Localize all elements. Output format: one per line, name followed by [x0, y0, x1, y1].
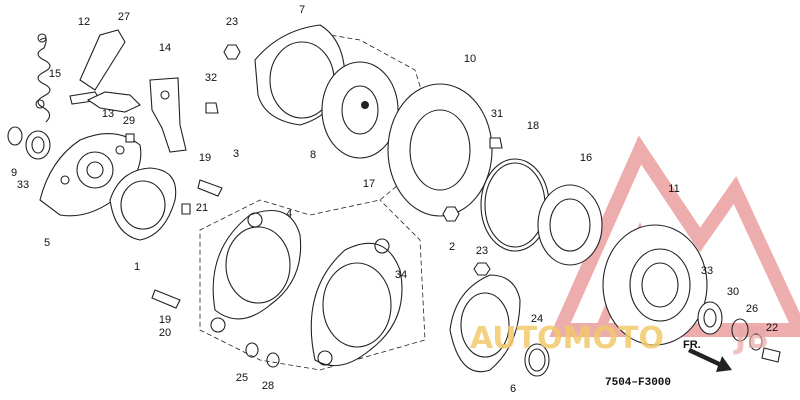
callout-label-33: 33 [17, 179, 29, 191]
front-label: FR. [683, 339, 701, 351]
diagram-code: 7504–F3000 [605, 377, 671, 389]
callout-label-29: 29 [123, 115, 135, 127]
callout-label-23: 23 [476, 245, 488, 257]
callout-label-11: 11 [668, 183, 679, 195]
callout-label-20: 20 [159, 327, 171, 339]
callout-label-10: 10 [464, 53, 476, 65]
callout-label-30: 30 [727, 286, 739, 298]
callout-label-6: 6 [510, 383, 516, 395]
callout-label-25: 25 [236, 372, 248, 384]
part-bolts-misc [205, 44, 503, 276]
watermark-text-left: AUTOMOTO [470, 321, 664, 356]
callout-label-34: 34 [395, 269, 407, 281]
part-collar-30-26 [731, 318, 763, 351]
callout-label-3: 3 [233, 148, 239, 160]
callout-label-23: 23 [226, 16, 238, 28]
callout-label-17: 17 [363, 178, 375, 190]
callout-label-32: 32 [205, 72, 217, 84]
part-spring-plate-16 [537, 184, 603, 266]
part-bearing-33b [697, 301, 723, 335]
part-nut-29 [125, 133, 135, 143]
part-bracket-14 [149, 77, 187, 153]
callout-label-27: 27 [118, 11, 130, 23]
callout-label-13: 13 [102, 108, 114, 120]
part-plate-6 [449, 274, 521, 373]
callout-label-21: 21 [196, 202, 208, 214]
callout-label-19: 19 [199, 152, 211, 164]
callout-label-31: 31 [491, 108, 503, 120]
callout-label-12: 12 [78, 16, 90, 28]
part-seal-24 [524, 343, 550, 377]
callout-label-8: 8 [310, 149, 316, 161]
callout-label-9: 9 [11, 167, 17, 179]
callout-label-1: 1 [134, 261, 140, 273]
callout-label-4: 4 [286, 208, 292, 220]
part-bolt-21 [181, 203, 191, 215]
callout-label-19: 19 [159, 314, 171, 326]
callout-label-15: 15 [49, 68, 61, 80]
callout-label-5: 5 [44, 237, 50, 249]
part-link-13 [86, 91, 141, 113]
part-disc-10 [387, 83, 493, 217]
callout-label-22: 22 [766, 322, 778, 334]
part-gasket-1 [109, 167, 177, 241]
part-stud-19 [151, 179, 223, 309]
part-ring-9 [7, 126, 23, 146]
part-bolt-22 [761, 347, 781, 363]
part-spring [35, 33, 51, 123]
callout-label-7: 7 [299, 4, 305, 16]
part-seal-33 [25, 130, 51, 160]
callout-label-2: 2 [449, 241, 455, 253]
callout-label-28: 28 [262, 380, 274, 392]
part-shoe-34 [310, 238, 403, 367]
callout-label-26: 26 [746, 303, 758, 315]
box-drum-group [199, 29, 441, 371]
callout-label-33: 33 [701, 265, 713, 277]
callout-label-18: 18 [527, 120, 539, 132]
callout-label-16: 16 [580, 152, 592, 164]
watermark-text-right: JB [733, 321, 769, 356]
part-shoe-4 [210, 210, 302, 333]
part-washer-25-28 [245, 342, 280, 368]
part-housing-11 [602, 224, 708, 346]
part-ring-18 [480, 158, 550, 252]
callout-label-14: 14 [159, 42, 171, 54]
part-hub-8 [321, 61, 399, 159]
callout-label-24: 24 [531, 313, 543, 325]
callout-labels: 1234567891011121314151617181919202122232… [11, 4, 778, 395]
front-arrow-icon [688, 348, 732, 372]
